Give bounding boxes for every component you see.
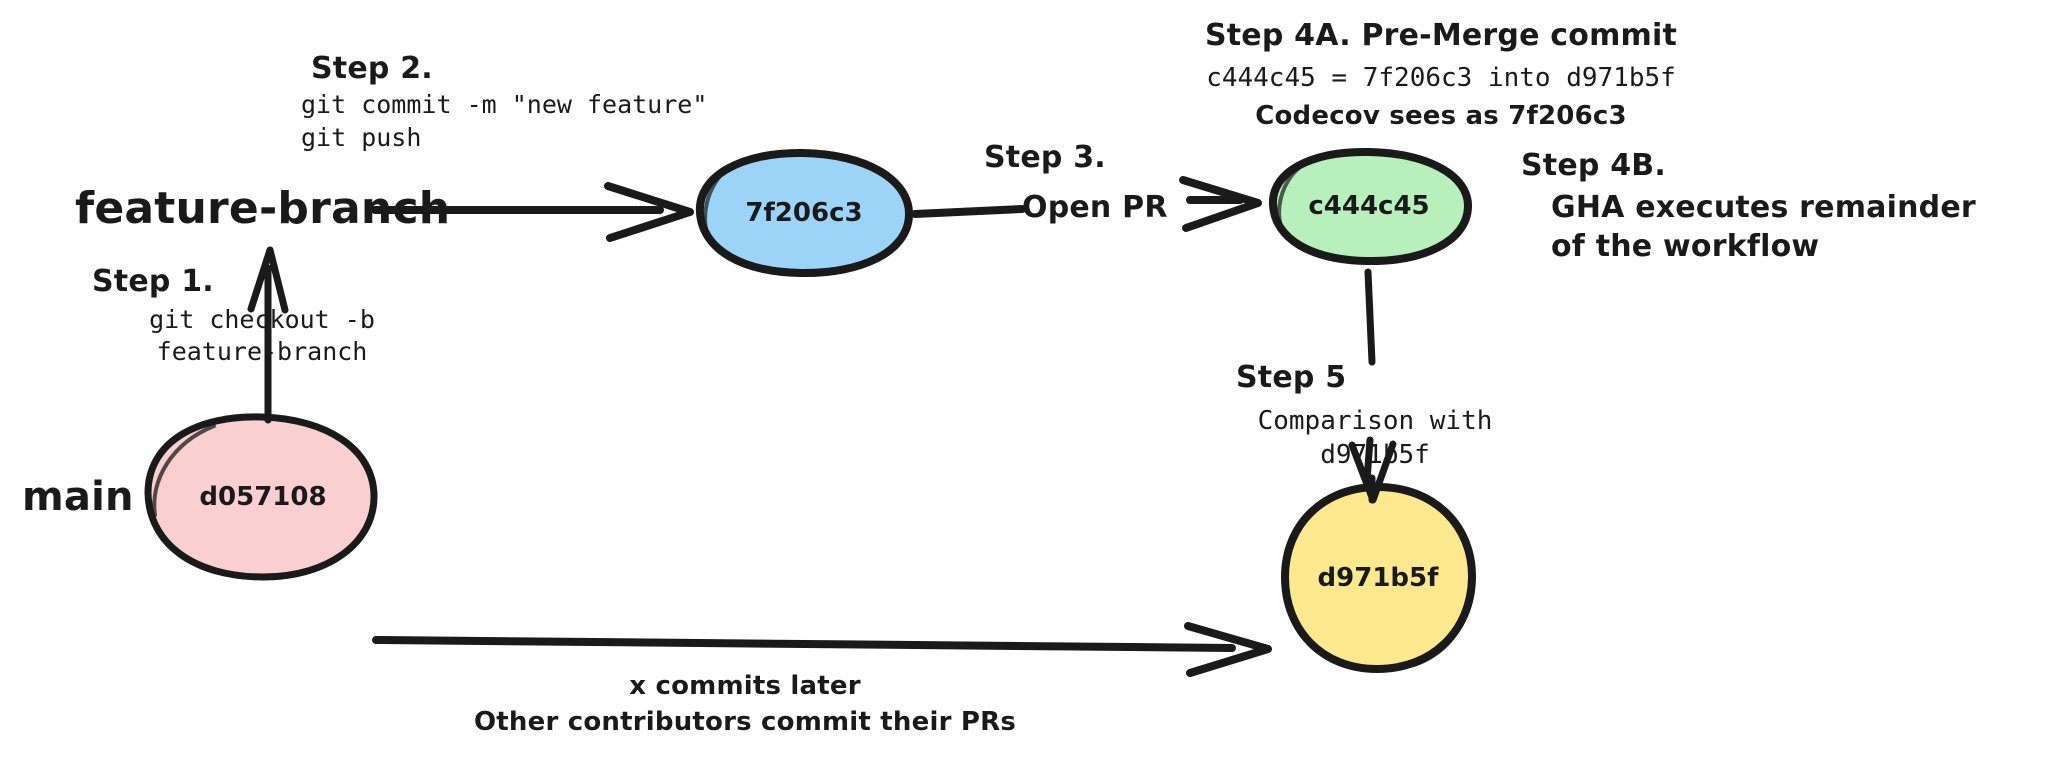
step1-line1: git checkout -b xyxy=(149,305,375,334)
step2-line2: git push xyxy=(301,123,422,152)
step5-line1: Comparison with xyxy=(1257,406,1493,436)
step4a-line2: Codecov sees as 7f206c3 xyxy=(1255,101,1627,131)
branch-label-main: main xyxy=(22,474,134,520)
step5-heading: Step 5 xyxy=(1236,360,1347,395)
node-label-d971b5f: d971b5f xyxy=(1317,563,1439,593)
step2-heading: Step 2. xyxy=(311,51,433,86)
step4b-line1: GHA executes remainder xyxy=(1551,190,1976,225)
node-label-7f206c3: 7f206c3 xyxy=(745,198,863,228)
step1-line2: feature-branch xyxy=(156,337,368,366)
node-label-d057108: d057108 xyxy=(199,482,327,512)
step5-line2: d971b5f xyxy=(1320,440,1430,470)
node-d971b5f[interactable] xyxy=(1281,483,1477,673)
step4b-heading: Step 4B. xyxy=(1521,148,1666,183)
branch-label-feature: feature-branch xyxy=(75,183,451,234)
main-edge-line1: x commits later xyxy=(629,671,861,701)
node-7f206c3[interactable] xyxy=(695,148,914,278)
step2-line1: git commit -m "new feature" xyxy=(301,90,708,119)
step1-heading: Step 1. xyxy=(92,264,214,299)
main-edge-line2: Other contributors commit their PRs xyxy=(473,707,1017,737)
step4a-heading: Step 4A. Pre-Merge commit xyxy=(1204,18,1678,53)
arrow-d057108-to-d971b5f xyxy=(372,622,1272,677)
node-d057108[interactable] xyxy=(144,413,378,581)
step3-edge-label: Open PR xyxy=(1022,190,1168,225)
step4b-line2: of the workflow xyxy=(1551,229,1820,264)
node-label-c444c45: c444c45 xyxy=(1308,191,1430,221)
step4a-line1: c444c45 = 7f206c3 into d971b5f xyxy=(1206,63,1676,93)
node-c444c45[interactable] xyxy=(1268,147,1473,266)
arrow-d057108-to-feature-branch xyxy=(247,246,289,424)
step3-heading: Step 3. xyxy=(984,140,1106,175)
